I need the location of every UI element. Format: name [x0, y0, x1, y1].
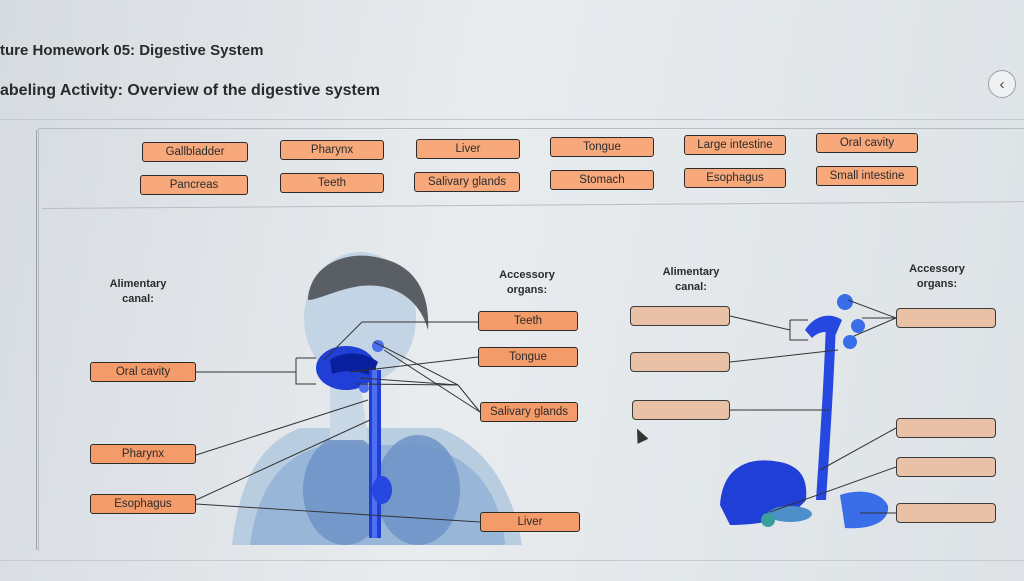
activity-title: abeling Activity: Overview of the digest… — [0, 82, 380, 99]
figure2-leader-lines — [729, 299, 897, 514]
drop-target-alimentary-2[interactable] — [630, 352, 730, 372]
page-title: ture Homework 05: Digestive System — [0, 42, 264, 59]
figure1-illustration — [232, 252, 522, 545]
placed-label-teeth[interactable]: Teeth — [478, 311, 578, 331]
bank-label-stomach[interactable]: Stomach — [550, 170, 654, 190]
bank-label-salivary-glands[interactable]: Salivary glands — [414, 172, 520, 192]
bank-label-small-intestine[interactable]: Small intestine — [816, 166, 918, 186]
bank-label-gallbladder[interactable]: Gallbladder — [142, 142, 248, 162]
bank-label-teeth[interactable]: Teeth — [280, 173, 384, 193]
bank-label-pancreas[interactable]: Pancreas — [140, 175, 248, 195]
figure2-accessory-organs-header: Accessory organs: — [909, 263, 965, 290]
placed-label-tongue[interactable]: Tongue — [478, 347, 578, 367]
placed-label-esophagus[interactable]: Esophagus — [90, 494, 196, 514]
drop-target-alimentary-3[interactable] — [632, 400, 730, 420]
bank-label-liver[interactable]: Liver — [416, 139, 520, 159]
figure1-accessory-organs-header: Accessory organs: — [499, 269, 555, 296]
back-button[interactable]: ‹ — [988, 70, 1016, 98]
drop-target-accessory-1[interactable] — [896, 308, 996, 328]
figure1-alimentary-canal-header: Alimentary canal: — [109, 278, 167, 305]
drop-target-accessory-3[interactable] — [896, 457, 996, 477]
header-divider — [0, 119, 1024, 120]
placed-label-oral-cavity[interactable]: Oral cavity — [90, 362, 196, 382]
labeling-activity-panel — [38, 128, 1024, 551]
bank-label-oral-cavity[interactable]: Oral cavity — [816, 133, 918, 153]
figure1-leader-lines — [195, 321, 481, 523]
chevron-left-icon: ‹ — [999, 75, 1005, 93]
figure2-illustration — [720, 294, 889, 529]
drop-target-accessory-2[interactable] — [896, 418, 996, 438]
bank-label-tongue[interactable]: Tongue — [550, 137, 654, 157]
panel-left-border — [36, 130, 37, 550]
placed-label-liver[interactable]: Liver — [480, 512, 580, 532]
placed-label-pharynx[interactable]: Pharynx — [90, 444, 196, 464]
placed-label-salivary-glands[interactable]: Salivary glands — [480, 402, 578, 422]
panel-bottom-border — [0, 560, 1024, 561]
bank-label-esophagus[interactable]: Esophagus — [684, 168, 786, 188]
bank-label-pharynx[interactable]: Pharynx — [280, 140, 384, 160]
drop-target-accessory-4[interactable] — [896, 503, 996, 523]
bank-label-large-intestine[interactable]: Large intestine — [684, 135, 786, 155]
drop-target-alimentary-1[interactable] — [630, 306, 730, 326]
figure2-alimentary-canal-header: Alimentary canal: — [662, 266, 720, 293]
